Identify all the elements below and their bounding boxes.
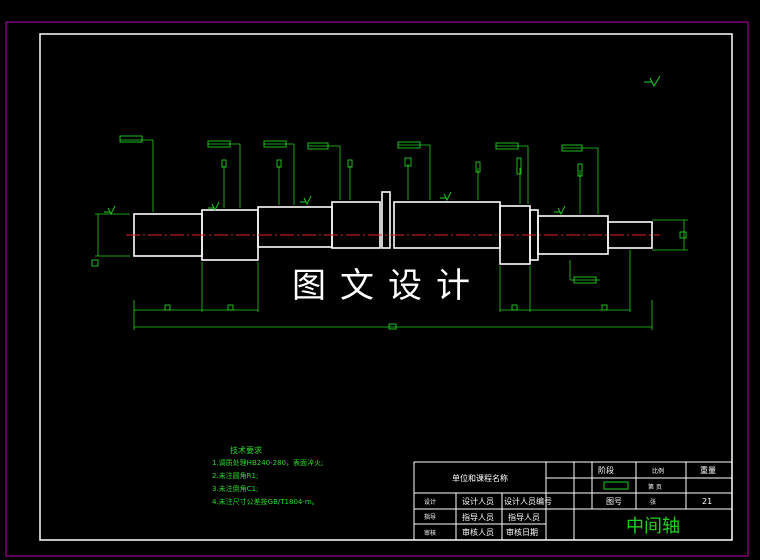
outer-border (5, 21, 749, 557)
shaft-outline (133, 191, 653, 265)
tb-design-mark: 设计 (424, 498, 436, 506)
tb-review-mark: 审核 (424, 529, 436, 537)
tb-guide2: 指导人员 (508, 512, 540, 522)
watermark: 图文设计 (292, 266, 484, 306)
dimension-lines (95, 139, 688, 330)
note-item: 1.调质处理HB240-280，表面淬火; (212, 459, 324, 467)
tb-guide: 指导人员 (462, 512, 494, 522)
title-block (413, 461, 733, 541)
tb-guide-mark: 指导 (424, 513, 436, 521)
tb-drawing-no-label: 张 (650, 498, 656, 506)
tb-company: 单位和课程名称 (452, 473, 508, 483)
note-item: 4.未注尺寸公差按GB/T1804-m。 (212, 498, 319, 506)
part-name: 中间轴 (626, 516, 680, 537)
note-item: 3.未注倒角C1; (212, 485, 259, 493)
technical-notes: 技术要求 1.调质处理HB240-280，表面淬火; 2.未注圆角R1; 3.未… (212, 444, 323, 509)
tb-review-date: 审核日期 (506, 527, 538, 537)
notes-title: 技术要求 (230, 446, 262, 455)
tolerance-frames (91, 135, 687, 330)
tb-sheet-a: 第 页 (648, 483, 662, 491)
tb-reviewer: 审核人员 (462, 527, 494, 537)
note-item: 2.未注圆角R1; (212, 472, 259, 480)
tb-designer: 设计人员 (462, 496, 494, 506)
roughness-symbol (644, 75, 661, 88)
drawing-frame (39, 33, 733, 541)
tb-ratio: 比例 (652, 467, 664, 475)
tb-sheet-no: 21 (702, 497, 712, 506)
tb-designer-id: 设计人员编号 (504, 496, 552, 506)
tb-stage: 阶段 (598, 465, 614, 475)
tb-weight: 重量 (700, 465, 716, 475)
tb-material: 图号 (606, 497, 622, 506)
